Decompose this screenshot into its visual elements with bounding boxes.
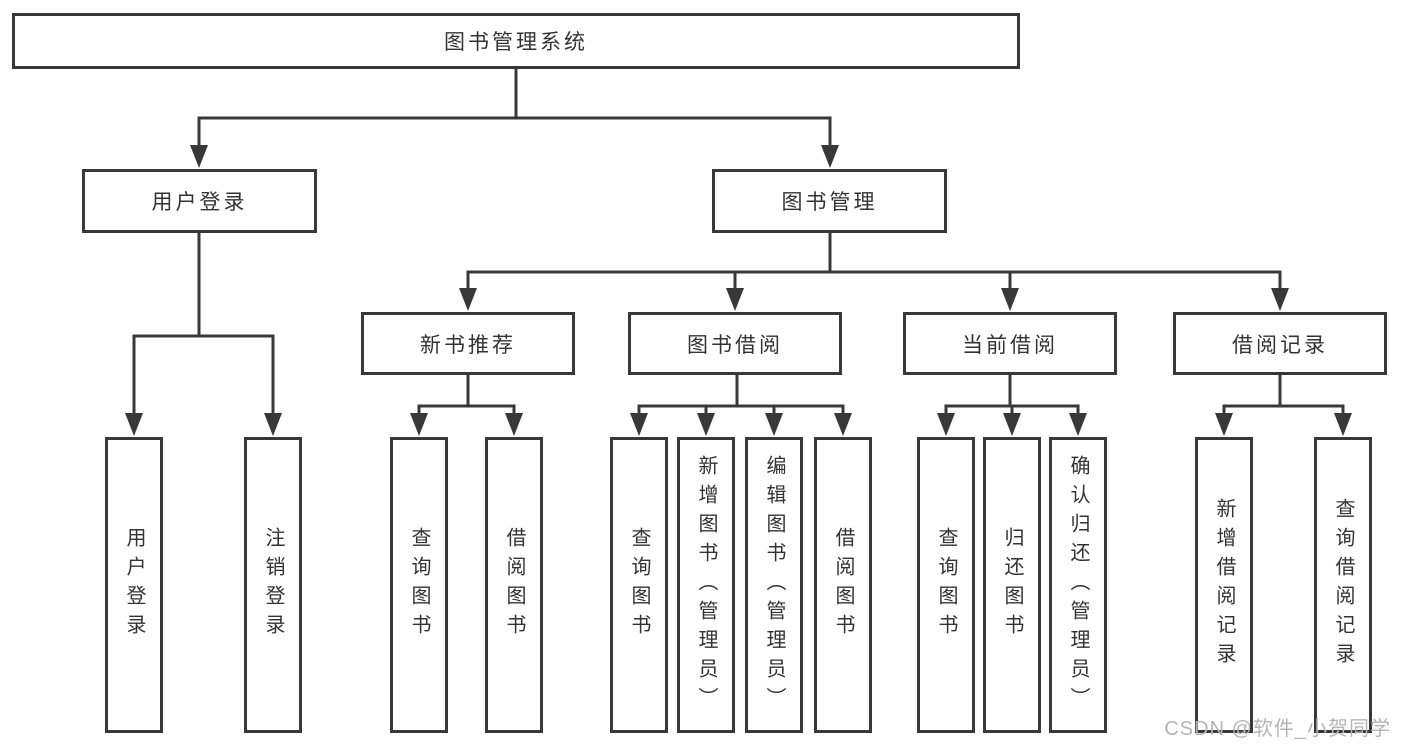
node-system-root: 图书管理系统 <box>12 13 1020 69</box>
node-label: 用户登录 <box>151 191 248 214</box>
arrowhead-icon <box>505 413 523 436</box>
arrowhead-icon <box>1069 413 1087 436</box>
arrowhead-icon <box>1215 413 1233 436</box>
node-leaf-return-book: 归还图书 <box>983 437 1041 733</box>
node-label: 确认归还（管理员） <box>1067 454 1089 716</box>
arrowhead-icon <box>1271 288 1289 311</box>
arrowhead-icon <box>1001 288 1019 311</box>
arrowhead-icon <box>937 413 955 436</box>
node-label: 注销登录 <box>262 527 284 643</box>
node-label: 查询借阅记录 <box>1332 498 1354 672</box>
node-label: 用户登录 <box>123 527 145 643</box>
node-leaf-add-borrow-record: 新增借阅记录 <box>1195 437 1253 733</box>
node-new-book-recommend: 新书推荐 <box>361 312 575 375</box>
arrowhead-icon <box>1334 413 1352 436</box>
node-book-management: 图书管理 <box>712 169 947 233</box>
node-label: 当前借阅 <box>962 333 1058 357</box>
node-label: 图书管理 <box>781 191 878 214</box>
node-leaf-confirm-return-admin: 确认归还（管理员） <box>1049 437 1107 733</box>
node-leaf-add-book-admin: 新增图书（管理员） <box>677 437 735 733</box>
connector-user-login-branch <box>132 233 275 418</box>
arrowhead-icon <box>821 145 839 168</box>
connector-book-borrow-children <box>637 375 845 418</box>
node-borrow-record: 借阅记录 <box>1173 312 1387 375</box>
arrowhead-icon <box>1003 413 1021 436</box>
node-leaf-borrow-book-recommend: 借阅图书 <box>485 437 543 733</box>
node-leaf-query-borrow-record: 查询借阅记录 <box>1314 437 1372 733</box>
node-label: 新书推荐 <box>420 333 516 357</box>
node-label: 归还图书 <box>1001 527 1023 643</box>
node-leaf-query-book-recommend: 查询图书 <box>390 437 448 733</box>
csdn-watermark: CSDN @软件_小贺同学 <box>1164 718 1391 740</box>
arrowhead-icon <box>190 145 208 168</box>
node-leaf-user-login: 用户登录 <box>105 437 163 733</box>
node-label: 图书借阅 <box>687 333 783 357</box>
connector-level2-bar <box>197 116 832 150</box>
node-label: 借阅图书 <box>503 527 525 643</box>
arrowhead-icon <box>765 413 783 436</box>
node-user-login: 用户登录 <box>82 169 317 233</box>
arrowheads <box>125 145 1352 436</box>
node-leaf-edit-book-admin: 编辑图书（管理员） <box>745 437 803 733</box>
arrowhead-icon <box>264 413 282 436</box>
node-leaf-logout: 注销登录 <box>244 437 302 733</box>
arrowhead-icon <box>697 413 715 436</box>
arrowhead-icon <box>459 288 477 311</box>
connector-borrow-record-children <box>1222 375 1345 418</box>
node-label: 查询图书 <box>408 527 430 643</box>
node-label: 借阅图书 <box>832 527 854 643</box>
node-current-borrow: 当前借阅 <box>903 312 1117 375</box>
node-label: 新增借阅记录 <box>1213 498 1235 672</box>
node-label: 借阅记录 <box>1232 333 1328 357</box>
node-leaf-borrow-book: 借阅图书 <box>814 437 872 733</box>
node-leaf-query-book-borrow: 查询图书 <box>610 437 668 733</box>
arrowhead-icon <box>410 413 428 436</box>
arrowhead-icon <box>630 413 648 436</box>
node-label: 编辑图书（管理员） <box>763 454 785 716</box>
node-label: 新增图书（管理员） <box>695 454 717 716</box>
arrowhead-icon <box>834 413 852 436</box>
node-leaf-query-book-current: 查询图书 <box>917 437 975 733</box>
node-label: 查询图书 <box>935 527 957 643</box>
connector-book-management-branch <box>466 233 1282 293</box>
node-book-borrow: 图书借阅 <box>628 312 842 375</box>
node-label: 查询图书 <box>628 527 650 643</box>
connector-current-borrow-children <box>944 375 1080 418</box>
node-label: 图书管理系统 <box>444 31 588 54</box>
connector-new-book-recommend-children <box>417 375 516 418</box>
arrowhead-icon <box>726 288 744 311</box>
arrowhead-icon <box>125 413 143 436</box>
